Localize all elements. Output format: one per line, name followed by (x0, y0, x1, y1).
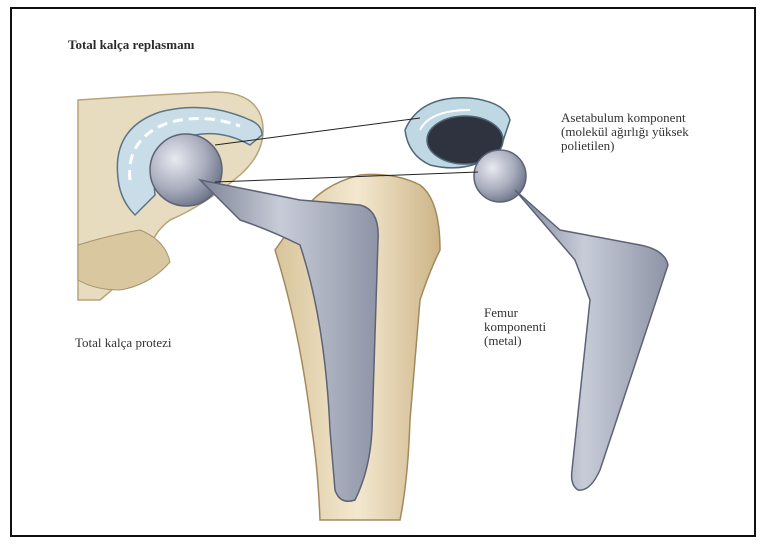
acetabulum-label-line: Asetabulum komponent (561, 111, 689, 125)
femoral-head-implanted (150, 134, 222, 206)
acetabulum-label: Asetabulum komponent (molekül ağırlığı y… (561, 111, 689, 153)
figure-title: Total kalça replasmanı (68, 38, 194, 52)
femur-label-line: komponenti (484, 320, 546, 334)
femur-label-line: (metal) (484, 334, 546, 348)
femur-label: Femur komponenti (metal) (484, 306, 546, 348)
femur-label-line: Femur (484, 306, 546, 320)
acetabulum-label-line: (molekül ağırlığı yüksek (561, 125, 689, 139)
acetabulum-label-line: polietilen) (561, 139, 689, 153)
femoral-stem-implanted (200, 180, 378, 501)
prosthesis-label: Total kalça protezi (75, 336, 172, 350)
